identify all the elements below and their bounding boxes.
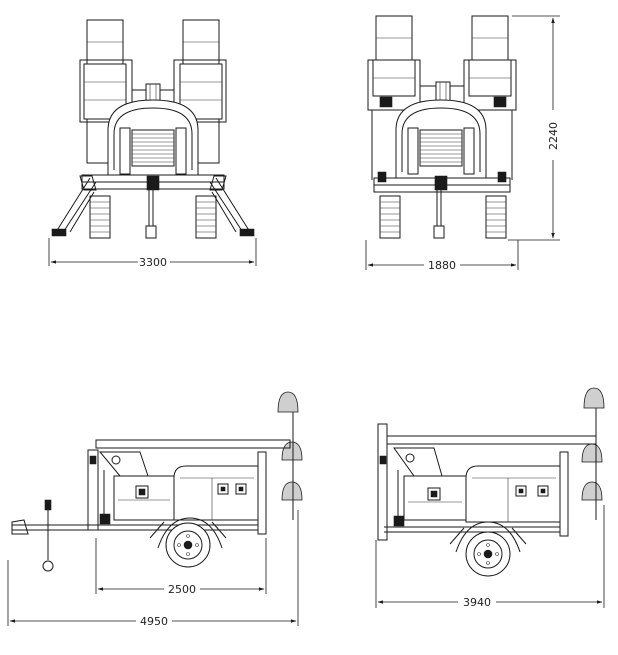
rear-view-lamp-right — [469, 16, 511, 107]
side-view-compact: 3940 — [376, 388, 604, 609]
front-view-outrigger-right — [210, 176, 254, 236]
dimension-side-total-length: 4950 — [140, 615, 168, 628]
rear-view: 2240 1880 — [366, 16, 560, 272]
rear-view-lamp-left — [373, 16, 415, 107]
front-view: 3300 — [49, 20, 256, 269]
dimension-side2-length: 3940 — [463, 596, 491, 609]
front-view-outrigger-left — [52, 176, 96, 236]
dimension-rear-height: 2240 — [547, 122, 560, 150]
dimension-side-axle: 2500 — [168, 583, 196, 596]
front-view-lamp-right — [180, 20, 222, 163]
dimension-rear-width: 1880 — [428, 259, 456, 272]
side-view-lamps — [278, 392, 302, 520]
side-view-transport: 2500 4950 — [8, 392, 302, 628]
dimension-front-width: 3300 — [139, 256, 167, 269]
side-view-2-lamps — [582, 388, 604, 520]
